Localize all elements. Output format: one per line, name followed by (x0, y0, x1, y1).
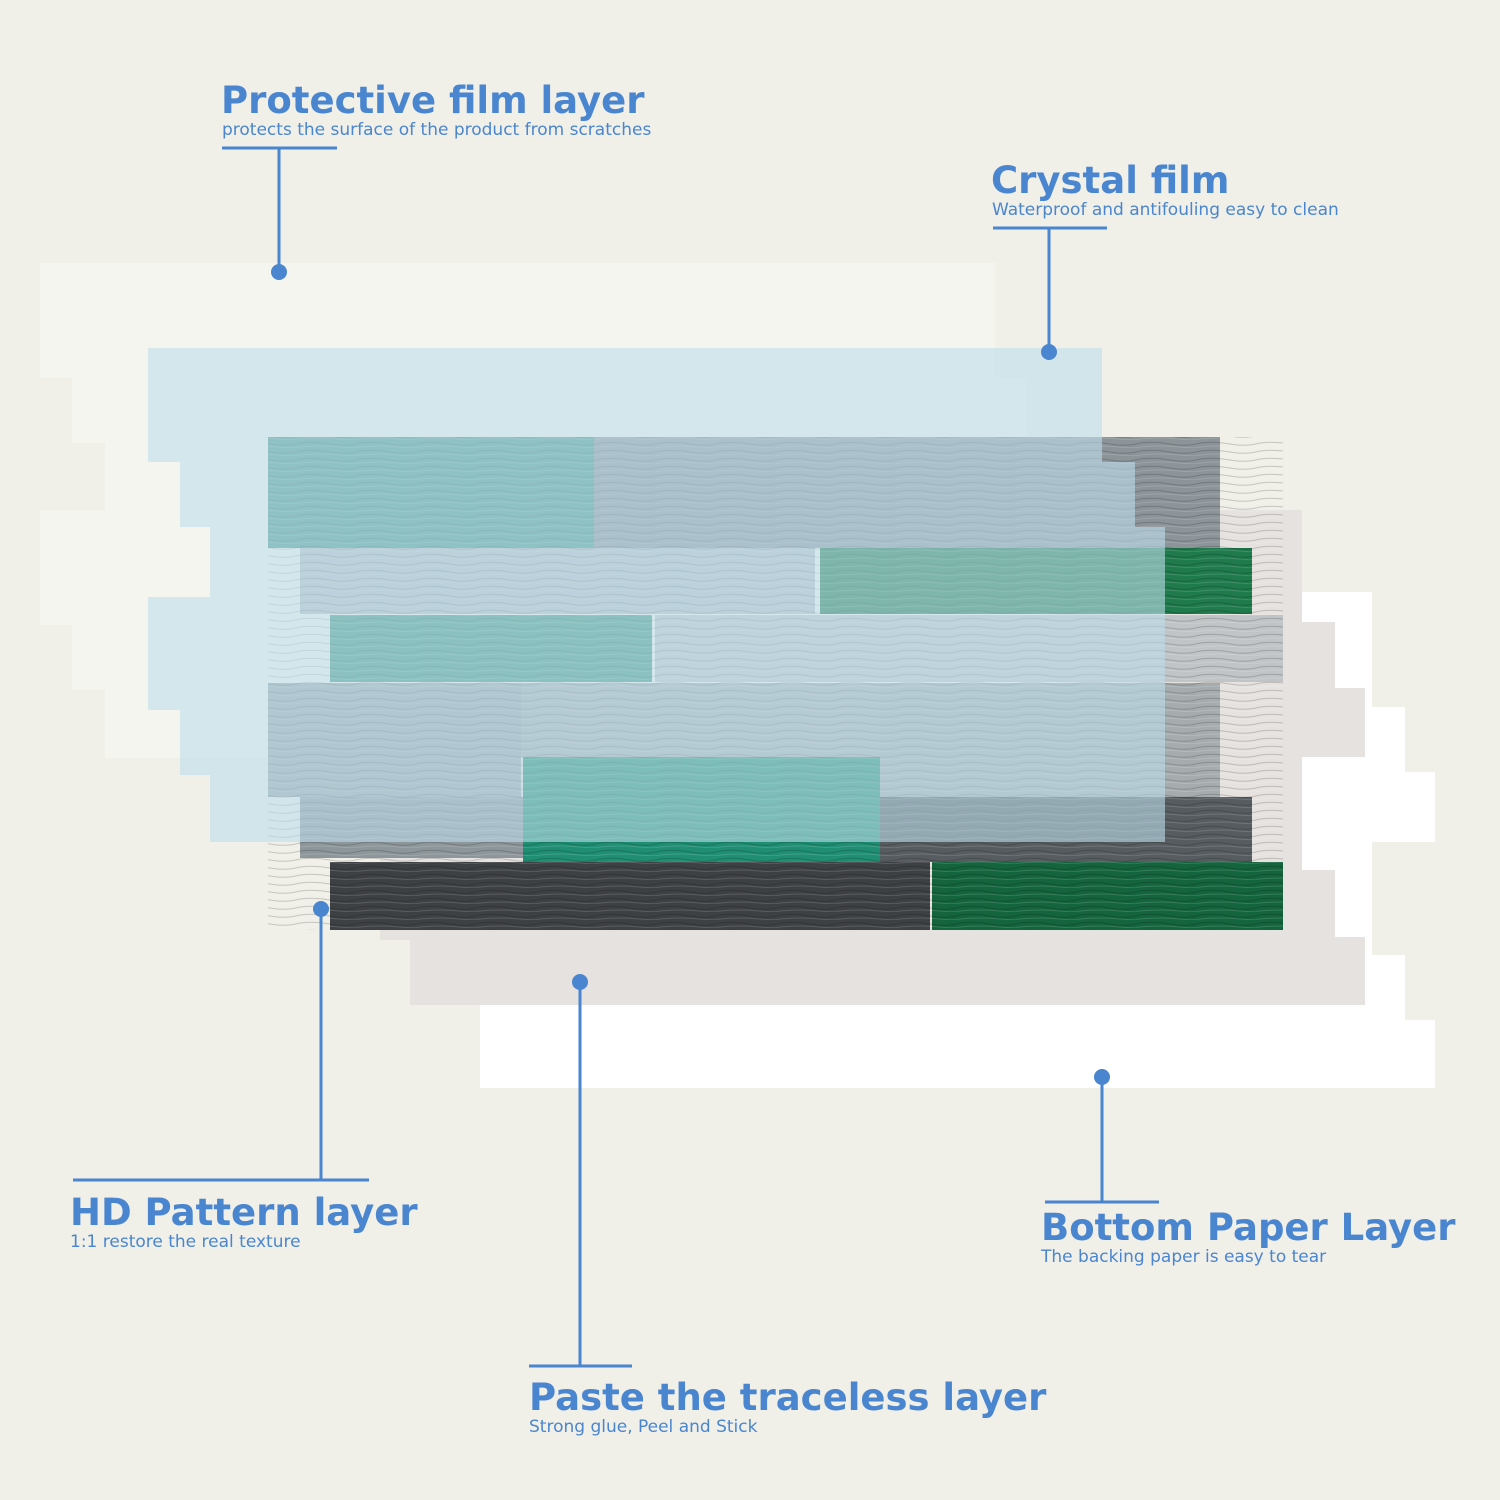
hd-pattern-title: HD Pattern layer (70, 1191, 418, 1234)
crystal-film-layer (148, 348, 1165, 842)
crystal-subtitle: Waterproof and antifouling easy to clean (992, 200, 1339, 220)
crystal-title: Crystal film (991, 159, 1230, 202)
traceless-title: Paste the traceless layer (529, 1376, 1047, 1419)
bottom-paper-subtitle: The backing paper is easy to tear (1041, 1247, 1327, 1267)
callout-dots (271, 264, 1110, 1085)
traceless-subtitle: Strong glue, Peel and Stick (529, 1417, 758, 1437)
protective-subtitle: protects the surface of the product from… (222, 120, 652, 140)
callout-lines (73, 146, 1159, 1368)
protective-title: Protective film layer (221, 79, 645, 122)
hd-pattern-subtitle: 1:1 restore the real texture (70, 1232, 301, 1252)
bottom-paper-title: Bottom Paper Layer (1041, 1206, 1456, 1249)
